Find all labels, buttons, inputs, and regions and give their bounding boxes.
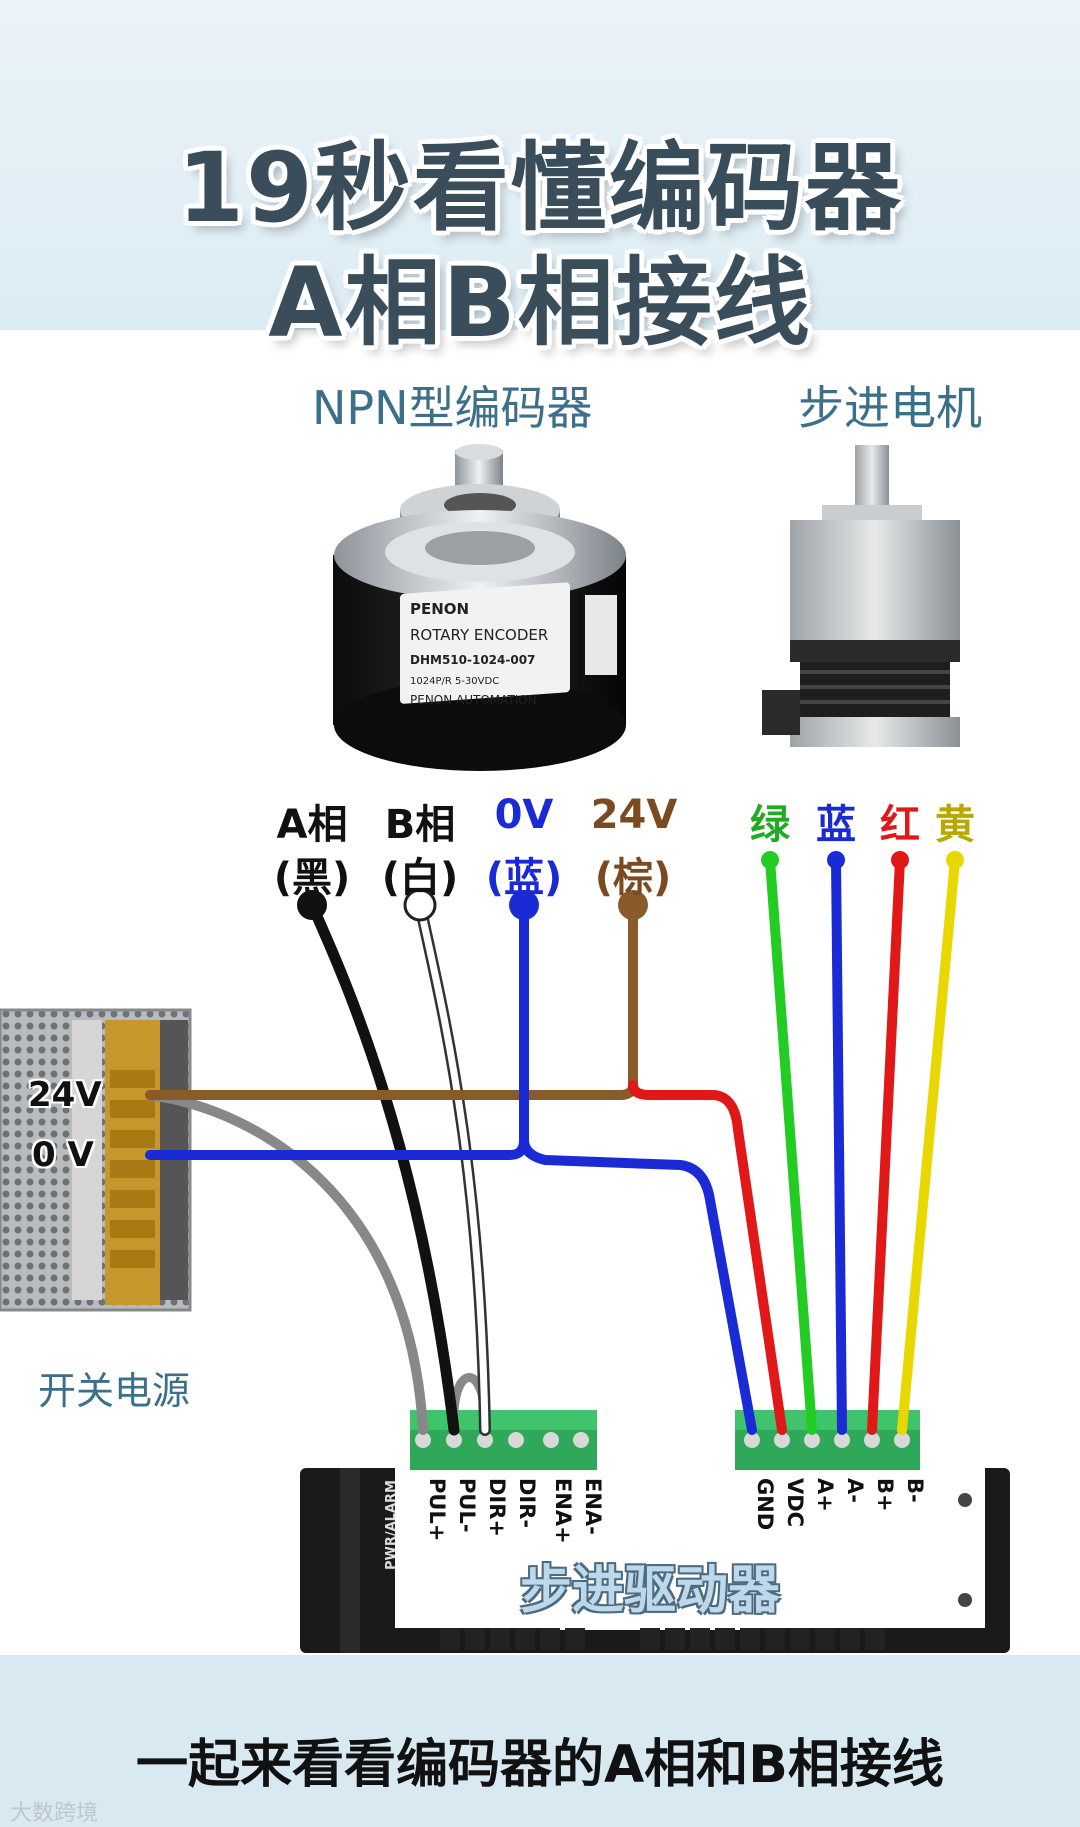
motor-shaft (855, 445, 889, 515)
header-banner (0, 0, 1080, 330)
wire-red-vdc (628, 1080, 787, 1435)
label-motor-yellow: 黄 (935, 802, 975, 848)
terminal-block-power-motor (735, 1410, 920, 1470)
encoder-brand: PENON (410, 600, 469, 618)
encoder-text-3: 1024P/R 5-30VDC (410, 676, 499, 687)
driver-title: 步进驱动器 (520, 1561, 781, 1621)
term-ena-plus: ENA+ (551, 1478, 575, 1544)
wire-blue-0v (145, 900, 529, 1160)
label-motor-red: 红 (880, 802, 920, 848)
stepper-motor (762, 445, 960, 747)
wire-gray (145, 1090, 428, 1435)
wire-blue-gnd (519, 1135, 757, 1435)
wire-blue-a-minus (831, 855, 847, 1435)
encoder-text-2: DHM510-1024-007 (410, 653, 535, 667)
wires (145, 855, 960, 1436)
term-vdc: VDC (783, 1478, 807, 1527)
label-a-phase: A相 (276, 802, 348, 848)
stepper-driver: PWR/ALARM (300, 1468, 1010, 1653)
label-24v: 24V (590, 792, 678, 838)
driver-side-label: PWR/ALARM (384, 1480, 399, 1570)
footer-caption: 一起来看看编码器的A相和B相接线 (136, 1735, 944, 1795)
wire-brown-24v (145, 900, 638, 1100)
dot-brown (618, 890, 648, 920)
label-b-phase: B相 (384, 802, 456, 848)
term-pul-minus: PUL- (455, 1478, 479, 1533)
term-ena-minus: ENA- (581, 1478, 605, 1535)
psu-label: 开关电源 (38, 1369, 191, 1413)
label-motor-green: 绿 (750, 802, 790, 848)
term-a-plus: A+ (813, 1478, 837, 1512)
driver-terminal-labels: PUL+ PUL- DIR+ DIR- ENA+ ENA- GND VDC A+… (425, 1478, 927, 1544)
encoder-text-1: ROTARY ENCODER (410, 626, 548, 644)
page-title-line1: 19秒看懂编码器 (177, 132, 903, 244)
label-a-phase-color: (黑) (273, 855, 351, 901)
wire-white-b-phase (416, 901, 489, 1434)
term-dir-plus: DIR+ (485, 1478, 509, 1537)
term-pul-plus: PUL+ (425, 1478, 449, 1541)
term-gnd: GND (753, 1478, 777, 1530)
label-b-phase-color: (白) (381, 855, 459, 901)
dot-motor-blue (827, 851, 845, 869)
wire-red-b-plus (867, 855, 905, 1435)
term-dir-minus: DIR- (515, 1478, 539, 1528)
dot-red (891, 851, 909, 869)
label-motor-blue: 蓝 (816, 802, 856, 848)
term-a-minus: A- (843, 1478, 867, 1503)
psu-0v-label: 0 V (32, 1135, 94, 1175)
motor-label: 步进电机 (798, 381, 982, 435)
psu-24v-label: 24V (28, 1075, 102, 1115)
encoder-label: NPN型编码器 (312, 381, 593, 435)
term-b-minus: B- (903, 1478, 927, 1503)
encoder-text-4: PENON AUTOMATION (410, 693, 537, 707)
dot-black (297, 890, 327, 920)
term-b-plus: B+ (873, 1478, 897, 1512)
wire-yellow-b-minus (897, 855, 960, 1435)
watermark: 大数跨境 (10, 1801, 99, 1826)
terminal-block-enable (535, 1410, 597, 1470)
wire-end-dots (297, 851, 964, 922)
wire-white-b-phase-outline (414, 899, 491, 1436)
label-0v-color: (蓝) (485, 855, 563, 901)
footer-bar (0, 1655, 1080, 1827)
rotary-encoder: PENON ROTARY ENCODER DHM510-1024-007 102… (333, 444, 626, 771)
wire-green-a-plus (765, 855, 817, 1435)
dot-yellow (946, 851, 964, 869)
dot-blue (509, 890, 539, 920)
dot-green (761, 851, 779, 869)
terminal-block-signal (410, 1410, 538, 1470)
label-0v: 0V (494, 792, 554, 838)
dot-white (403, 888, 437, 922)
page-title-line2: A相B相接线 (268, 247, 812, 359)
label-24v-color: (棕) (594, 855, 672, 901)
